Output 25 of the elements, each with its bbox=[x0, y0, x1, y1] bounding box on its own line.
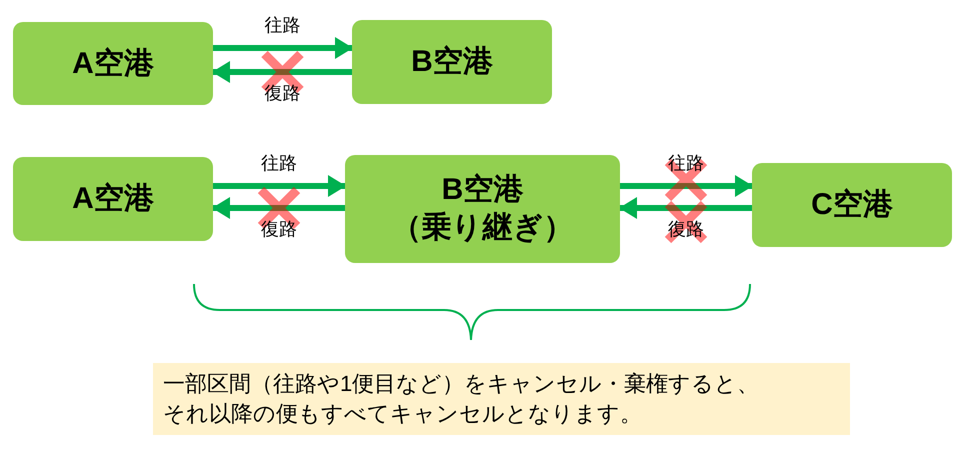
note-text: 一部区間（往路や1便目など）をキャンセル・棄権すると、それ以降の便もすべてキャンセルとなります。 bbox=[163, 370, 760, 428]
airport-label: B空港 bbox=[442, 172, 524, 208]
edge-label: 復路 bbox=[668, 218, 704, 240]
arrow bbox=[620, 175, 753, 197]
edge-label: 往路 bbox=[264, 14, 300, 36]
airport-label: （乗り継ぎ） bbox=[392, 210, 574, 246]
airport-label: B空港 bbox=[411, 44, 493, 80]
arrow bbox=[212, 197, 345, 219]
airport-box bbox=[13, 157, 213, 241]
edge-label: 復路 bbox=[264, 82, 300, 104]
airport-label: A空港 bbox=[72, 46, 154, 82]
note-box bbox=[153, 363, 850, 435]
arrow bbox=[213, 37, 353, 59]
arrow bbox=[212, 61, 352, 83]
airport-box bbox=[13, 22, 213, 105]
airport-label: C空港 bbox=[811, 187, 893, 223]
edge-label: 往路 bbox=[668, 152, 704, 174]
arrow bbox=[619, 197, 752, 219]
airport-label: A空港 bbox=[72, 181, 154, 217]
airport-box bbox=[352, 20, 552, 104]
airport-box bbox=[345, 155, 620, 263]
edge-label: 往路 bbox=[261, 152, 297, 174]
arrow bbox=[213, 175, 346, 197]
airport-box bbox=[752, 163, 952, 247]
edge-label: 復路 bbox=[261, 218, 297, 240]
